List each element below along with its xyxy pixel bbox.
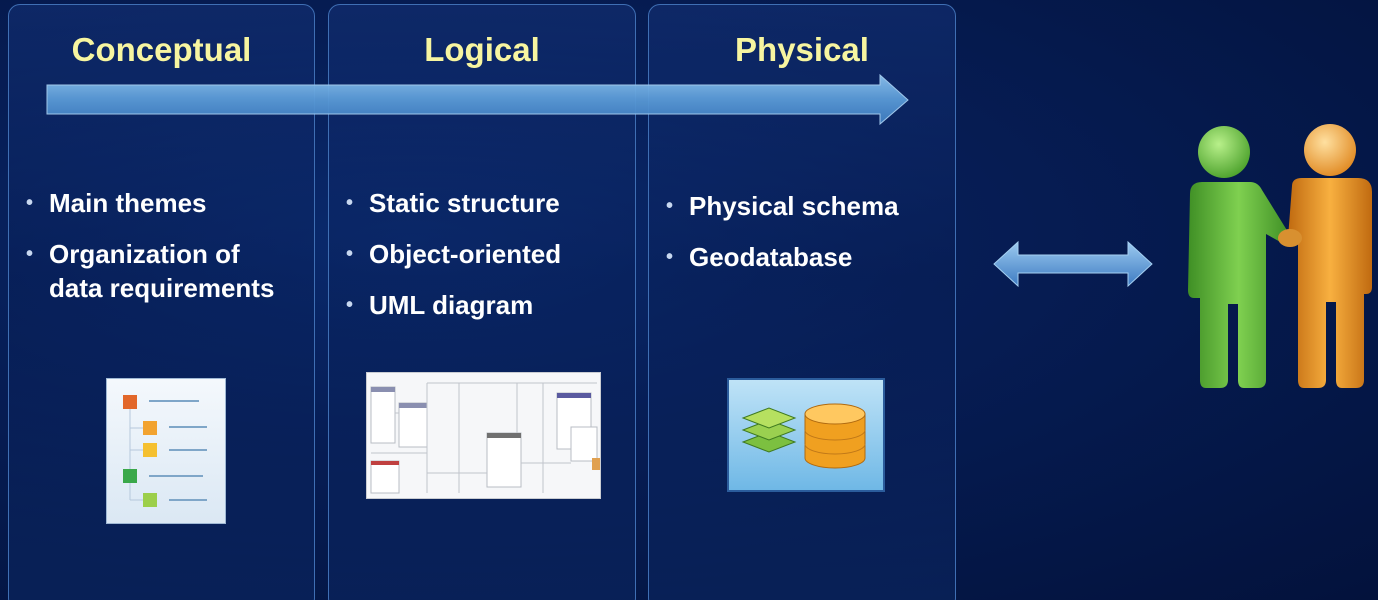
- bullet-list-conceptual: Main themes Organization of data require…: [9, 186, 309, 322]
- panel-title-logical: Logical: [424, 31, 540, 68]
- person-body-right: [1288, 178, 1372, 388]
- person-head-right: [1304, 124, 1356, 176]
- bullet-item: Organization of data requirements: [9, 237, 279, 305]
- bullet-item: Geodatabase: [649, 240, 949, 274]
- handshake-hands: [1278, 229, 1302, 247]
- bullet-item: Object-oriented: [329, 237, 629, 271]
- bullet-item: Physical schema: [649, 189, 949, 223]
- panel-title-physical: Physical: [735, 31, 869, 68]
- geodatabase-graphic: [741, 403, 866, 469]
- uml-diagram-graphic: [370, 382, 600, 494]
- bullet-item: Static structure: [329, 186, 629, 220]
- panel-title-conceptual: Conceptual: [71, 31, 252, 68]
- panel-conceptual: Conceptual Main themes Organization of d…: [8, 4, 315, 600]
- bullet-list-logical: Static structure Object-oriented UML dia…: [329, 186, 629, 339]
- outline-list-icon: [106, 378, 226, 524]
- double-arrow-icon: [993, 240, 1153, 288]
- bullet-list-physical: Physical schema Geodatabase: [649, 189, 949, 291]
- bullet-item: Main themes: [9, 186, 309, 220]
- panel-physical: Physical Physical schema Geodatabase: [648, 4, 956, 600]
- bullet-item: UML diagram: [329, 288, 629, 322]
- person-head-left: [1198, 126, 1250, 178]
- handshake-people-icon: [1188, 124, 1372, 388]
- outline-list-graphic: [123, 395, 207, 507]
- geodatabase-icon: [727, 378, 885, 492]
- person-body-left: [1188, 182, 1290, 388]
- panel-logical: Logical Static structure Object-oriented…: [328, 4, 636, 600]
- uml-diagram-icon: [366, 372, 601, 499]
